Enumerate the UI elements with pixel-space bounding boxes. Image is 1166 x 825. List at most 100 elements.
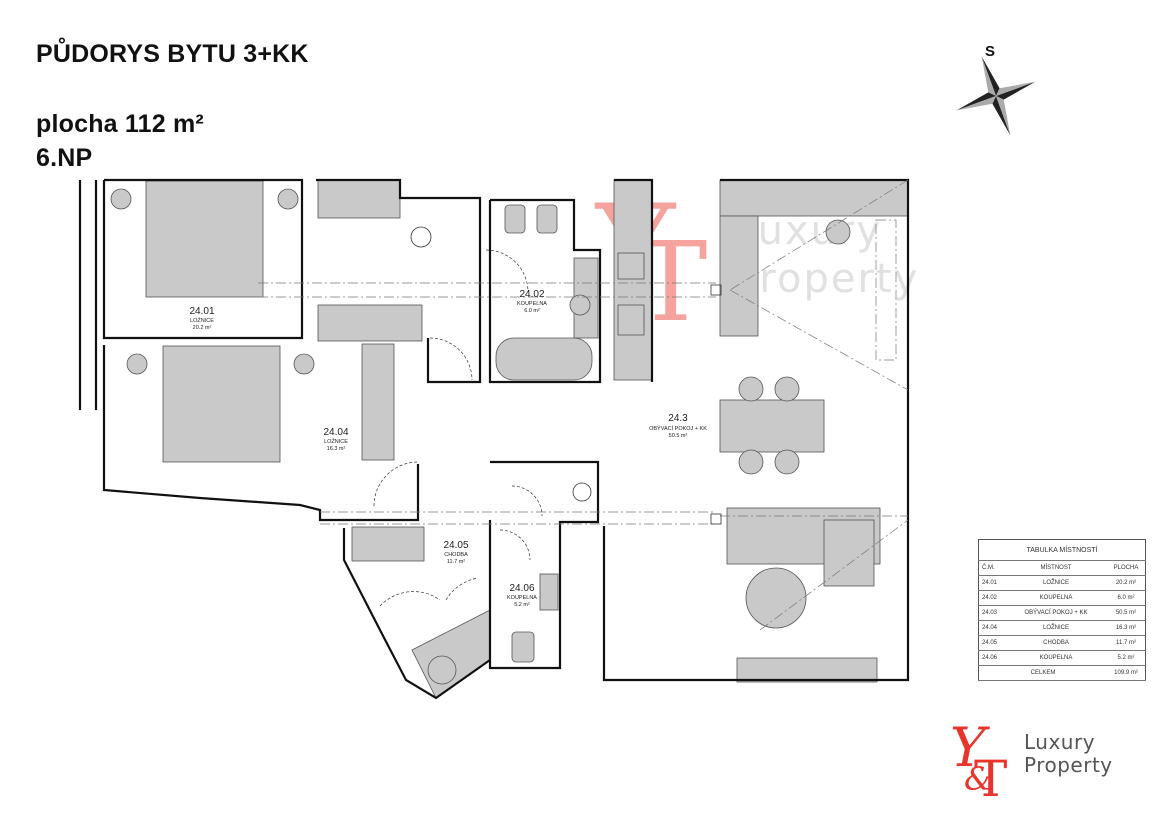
room-24-04-num: 24.04	[323, 427, 348, 438]
washer-unit	[411, 609, 491, 699]
bed-24-04	[162, 345, 281, 463]
ceiling-lines	[258, 179, 909, 631]
logo-line1: Luxury	[1024, 730, 1096, 754]
room-24-01-num: 24.01	[189, 306, 214, 317]
cell-area: 11.7 m²	[1107, 635, 1146, 651]
compass-star	[956, 56, 1036, 136]
dining-table	[719, 399, 825, 453]
door-hall-2	[445, 577, 479, 601]
cell-room: LOŽNICE	[1005, 575, 1107, 591]
nightstand-4	[293, 353, 315, 375]
chair-2	[774, 376, 800, 402]
wall-24-04	[102, 345, 420, 522]
table-row: 24.03 OBÝVACÍ POKOJ + KK 50.5 m²	[978, 605, 1146, 621]
door-corridor	[429, 337, 473, 381]
door-24-06b	[499, 529, 531, 561]
table-row: 24.04 LOŽNICE 16.3 m²	[978, 620, 1146, 636]
room-24-01-name: LOŽNICE	[190, 316, 214, 324]
washbasin-2	[572, 482, 592, 502]
logo-line2: Property	[1024, 753, 1113, 777]
diag-2	[729, 179, 909, 291]
bed-24-01	[145, 180, 264, 298]
nightstand-1	[110, 188, 132, 210]
compass-icon: S	[956, 43, 1036, 136]
room-24-02-area: 6.0 m²	[524, 308, 540, 314]
washbasin-1	[569, 294, 591, 316]
table-row: 24.01 LOŽNICE 20.2 m²	[978, 575, 1146, 591]
room-24-3-name: OBÝVACÍ POKOJ + KK	[649, 425, 707, 432]
table-total-row: CELKEM 109.9 m²	[978, 665, 1146, 681]
table-row: 24.02 KOUPELNA 6.0 m²	[978, 590, 1146, 606]
room-24-04-area: 16.3 m²	[327, 446, 346, 452]
vent-1	[710, 284, 722, 296]
door-24-04	[373, 461, 419, 507]
bidet-1	[536, 204, 558, 234]
wardrobe-1	[317, 179, 401, 219]
door-24-02	[485, 249, 529, 293]
bathtub	[495, 337, 593, 381]
table-header: Č.M. MÍSTNOST PLOCHA	[978, 560, 1146, 576]
wall-24-05	[342, 528, 491, 700]
room-24-05-name: CHODBA	[444, 552, 468, 558]
room-24-06-num: 24.06	[509, 583, 534, 594]
apartment-area: plocha 112 m²	[36, 110, 204, 138]
wall-24-02	[488, 198, 602, 384]
wall-24-06	[488, 460, 600, 670]
cell-num: 24.03	[978, 605, 1005, 621]
table-row: 24.06 KOUPELNA 5.2 m²	[978, 650, 1146, 666]
wall-24-01	[102, 178, 304, 340]
cell-num: 24.01	[978, 575, 1005, 591]
total-label: CELKEM	[978, 665, 1107, 681]
brand-logo: Y T & Luxury Property	[948, 712, 1128, 802]
chair-1	[738, 376, 764, 402]
cell-room: OBÝVACÍ POKOJ + KK	[1005, 605, 1107, 621]
cell-room: CHODBA	[1005, 635, 1107, 651]
room-24-05-area: 11.7 m²	[447, 559, 465, 565]
door-swings	[373, 249, 543, 607]
room-24-05-num: 24.05	[443, 540, 468, 551]
vent-markers	[710, 284, 722, 525]
cooktop	[617, 304, 645, 336]
table-row: 24.05 CHODBA 11.7 m²	[978, 635, 1146, 651]
room-24-3-num: 24.3	[668, 413, 688, 424]
nightstand-3	[126, 353, 148, 375]
round-objects	[110, 188, 851, 685]
table-caption: TABULKA MÍSTNOSTÍ	[978, 539, 1146, 561]
cell-room: KOUPELNA	[1005, 650, 1107, 666]
room-24-04-name: LOŽNICE	[324, 437, 348, 445]
lamp-1	[410, 226, 432, 248]
total-value: 109.9 m²	[1107, 665, 1146, 681]
chair-3	[738, 449, 764, 475]
cell-num: 24.05	[978, 635, 1005, 651]
cell-area: 20.2 m²	[1107, 575, 1146, 591]
cell-num: 24.02	[978, 590, 1005, 606]
cell-area: 16.3 m²	[1107, 620, 1146, 636]
cell-room: LOŽNICE	[1005, 620, 1107, 636]
wall-corridor	[316, 178, 482, 384]
tv-unit	[736, 657, 878, 683]
cell-area: 50.5 m²	[1107, 605, 1146, 621]
furniture	[145, 179, 909, 699]
plant	[825, 219, 851, 245]
wall-living	[602, 178, 910, 682]
room-24-01-area: 20.2 m²	[193, 325, 212, 331]
room-24-02-name: KOUPELNA	[517, 301, 547, 307]
svg-text:Y: Y	[950, 716, 990, 779]
vent-2	[710, 513, 722, 525]
header-area: PLOCHA	[1107, 560, 1146, 576]
cell-room: KOUPELNA	[1005, 590, 1107, 606]
room-24-06-name: KOUPELNA	[507, 595, 537, 601]
header-cm: Č.M.	[978, 560, 1005, 576]
chair-4	[774, 449, 800, 475]
kitchen-top	[719, 179, 909, 217]
cell-num: 24.04	[978, 620, 1005, 636]
kitchen-column	[719, 215, 759, 337]
room-labels: 24.01 LOŽNICE 20.2 m² 24.02 KOUPELNA 6.0…	[189, 289, 707, 608]
compass-label: S	[985, 43, 995, 60]
room-24-06-area: 5.2 m²	[514, 602, 530, 608]
washer-drum	[427, 655, 457, 685]
coffee-table	[745, 567, 807, 629]
sink-24-06	[539, 573, 559, 611]
nightstand-2	[277, 188, 299, 210]
wardrobe-3	[361, 343, 395, 461]
